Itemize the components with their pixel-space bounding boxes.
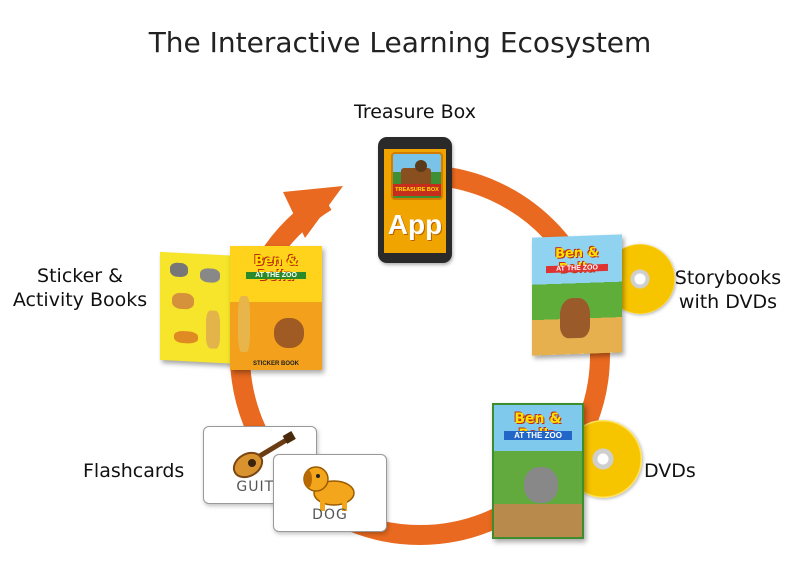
storybook-cover: Ben & Bella AT THE ZOO <box>532 234 622 356</box>
storybooks-label-line2: with DVDs <box>678 291 778 313</box>
diagram-title: The Interactive Learning Ecosystem <box>148 26 652 59</box>
storybooks-label: Storybooks with DVDs <box>668 266 788 314</box>
sticker-books-label-line1: Sticker & <box>37 265 123 287</box>
dvd-cover-subtitle: AT THE ZOO <box>504 431 572 440</box>
sticker-book-cover-subtitle: AT THE ZOO <box>246 272 306 279</box>
sticker-books-label: Sticker & Activity Books <box>0 264 160 312</box>
flashcards-label: Flashcards <box>83 460 185 482</box>
flashcard-guitar-word: GUITA <box>236 479 284 495</box>
sticker-book-cover: Ben & Bella AT THE ZOO STICKER BOOK <box>230 246 322 370</box>
flashcard-dog-word: DOG <box>312 507 348 523</box>
sticker-book-footer: STICKER BOOK <box>252 361 299 367</box>
treasure-box-app-text: TREASURE BOX <box>393 184 441 196</box>
phone-app-icon: TREASURE BOX App <box>378 137 452 263</box>
flashcard-guitar: GUITA <box>203 426 317 504</box>
treasure-box-label: Treasure Box <box>354 101 476 123</box>
dog-icon <box>303 466 355 511</box>
sticker-book-cover-title: Ben & Bella <box>254 254 298 284</box>
dvd-case: Ben & Bella AT THE ZOO <box>492 403 584 539</box>
dvds-label: DVDs <box>644 460 696 482</box>
app-text: App <box>387 209 443 240</box>
guitar-icon <box>232 431 296 479</box>
flashcard-dog: DOG <box>273 454 387 532</box>
treasure-box-app-icon: TREASURE BOX <box>391 152 443 200</box>
sticker-books-label-line2: Activity Books <box>12 289 148 311</box>
storybooks-label-line1: Storybooks <box>674 267 782 289</box>
